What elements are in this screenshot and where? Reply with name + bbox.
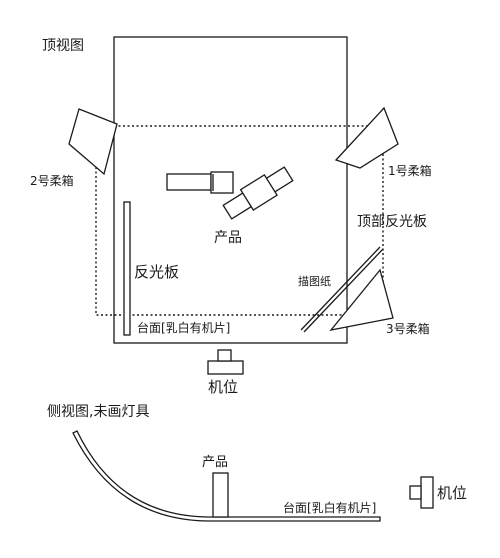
product-object-1 <box>166 171 234 194</box>
tracing-paper-line <box>300 246 384 333</box>
sweep-table <box>72 430 381 522</box>
top-reflector-label: 顶部反光板 <box>357 214 427 230</box>
side-view-title: 侧视图,未画灯具 <box>47 404 149 420</box>
camera-label: 机位 <box>208 378 238 396</box>
product-object-2 <box>222 166 294 220</box>
side-camera-label: 机位 <box>437 484 467 502</box>
softbox-3-shape <box>329 268 394 331</box>
softbox-2-shape <box>68 108 118 176</box>
tracing-paper-label: 描图纸 <box>298 274 331 288</box>
reflector-bar <box>123 201 131 336</box>
top-view-title: 顶视图 <box>42 38 84 54</box>
side-product <box>212 472 229 518</box>
softbox-3-label: 3号柔箱 <box>386 321 430 336</box>
side-product-label: 产品 <box>202 455 228 470</box>
side-camera-icon <box>409 476 434 509</box>
light-boundary-dotted <box>95 125 384 316</box>
camera-icon <box>207 349 244 375</box>
softbox-1-label: 1号柔箱 <box>388 163 432 178</box>
table-label: 台面[乳白有机片] <box>137 320 230 335</box>
softbox-2-label: 2号柔箱 <box>30 173 74 188</box>
softbox-1-shape <box>334 106 399 169</box>
side-view: 侧视图,未画灯具 产品 台面[乳白有机片] 机位 <box>47 404 467 522</box>
reflector-label: 反光板 <box>134 263 179 281</box>
top-view: 顶视图 2号柔箱 1号柔箱 反光板 产品 顶部反光板 3号柔箱 <box>30 36 432 396</box>
side-table-label: 台面[乳白有机片] <box>283 500 376 515</box>
table-outline <box>113 36 348 344</box>
product-label: 产品 <box>214 230 242 246</box>
